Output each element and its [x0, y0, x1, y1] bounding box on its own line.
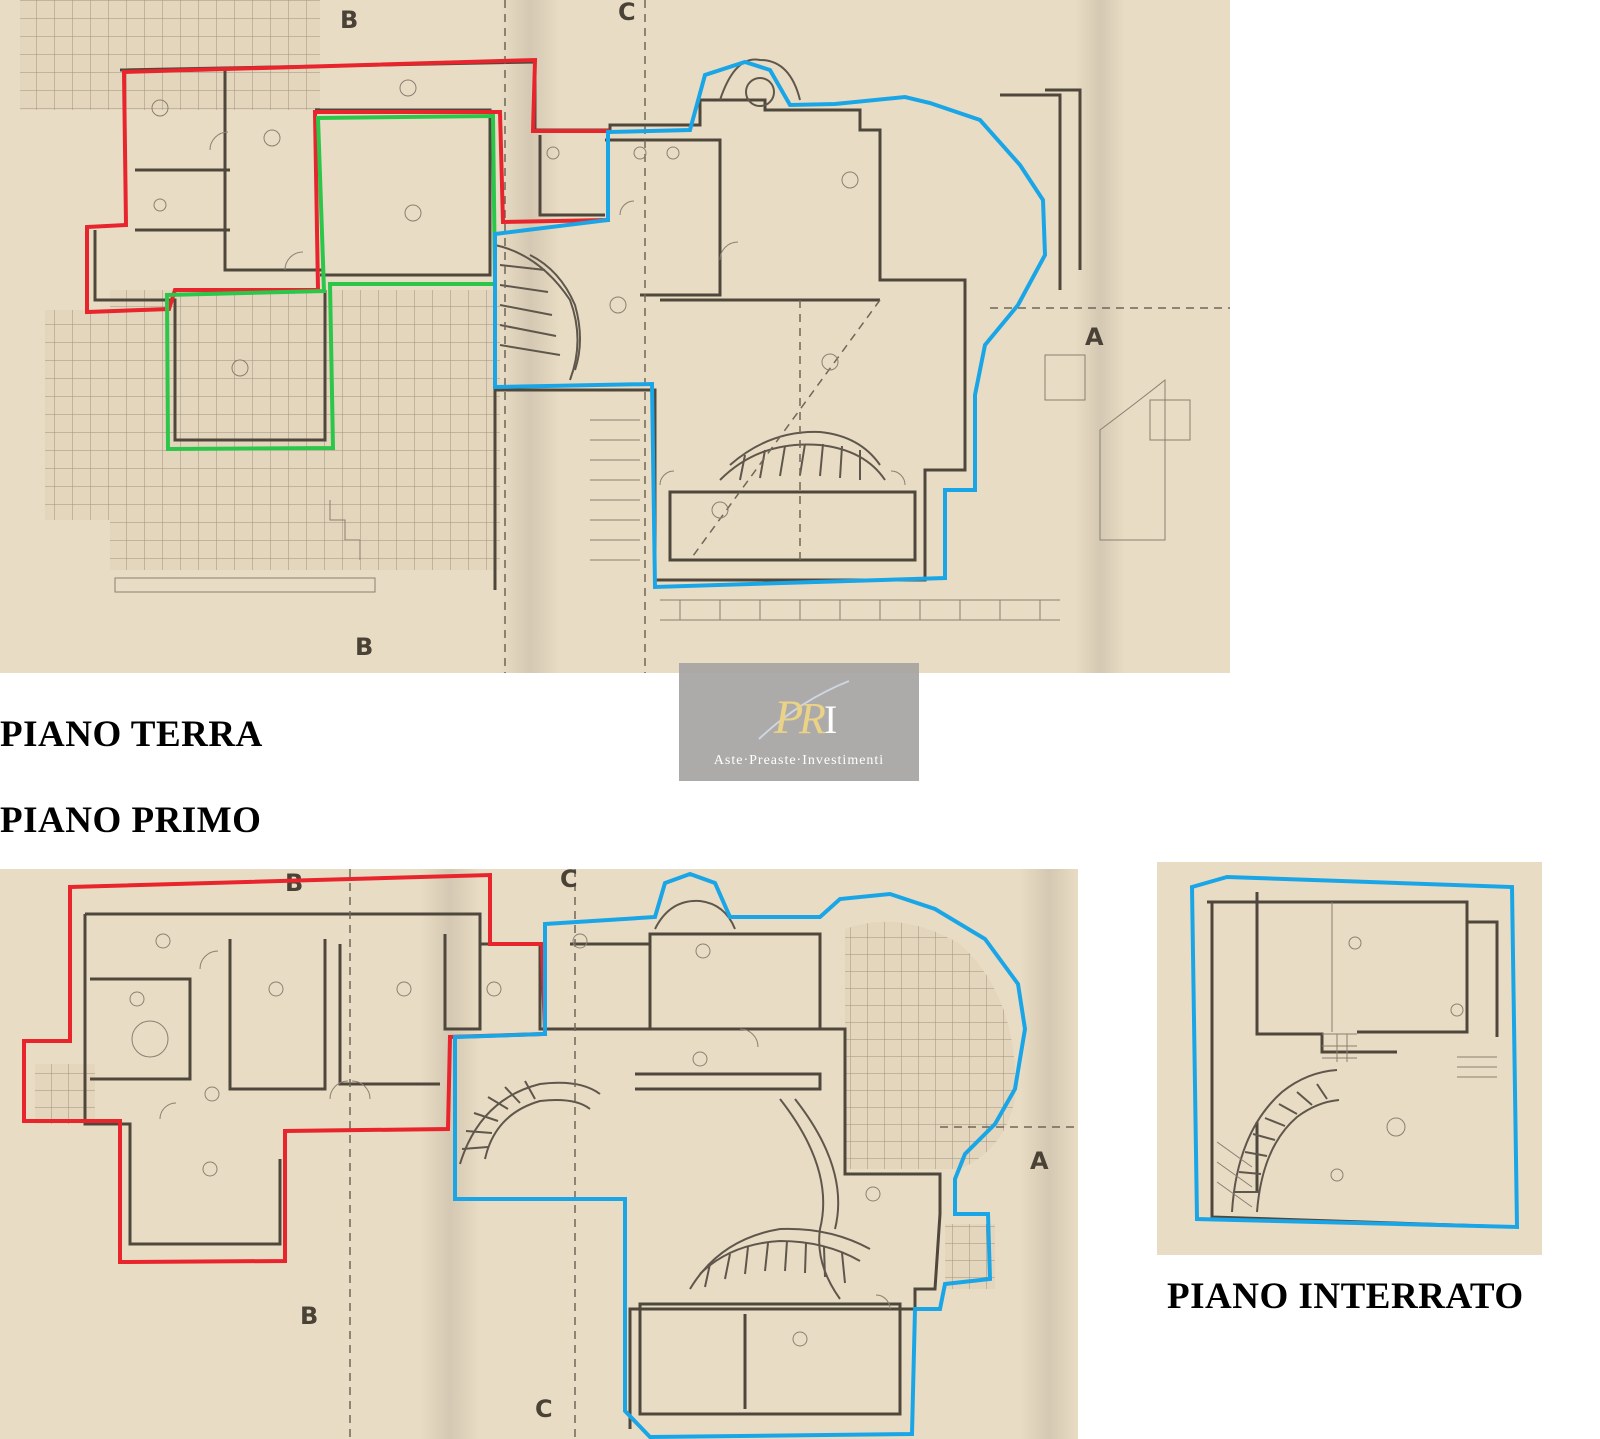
svg-text:C: C	[560, 869, 578, 893]
first-floor-plan: B C B C A	[0, 869, 1078, 1439]
svg-text:A: A	[1030, 1147, 1049, 1175]
svg-text:I: I	[824, 697, 837, 742]
svg-text:B: B	[355, 633, 373, 661]
label-piano-interrato: PIANO INTERRATO	[1167, 1276, 1524, 1317]
svg-text:B: B	[300, 1302, 318, 1330]
label-piano-primo: PIANO PRIMO	[0, 800, 262, 841]
watermark-logo: P R I Aste·Preaste·Investimenti	[679, 663, 919, 781]
svg-text:P: P	[773, 691, 803, 744]
monogram-logo-icon: P R I	[679, 671, 919, 751]
svg-text:B: B	[340, 6, 358, 34]
svg-text:B: B	[285, 869, 303, 897]
ground-floor-plan: B C B A	[0, 0, 1230, 673]
svg-text:C: C	[618, 0, 636, 26]
basement-plan	[1157, 862, 1542, 1255]
svg-text:A: A	[1085, 323, 1104, 351]
svg-text:R: R	[798, 694, 826, 743]
svg-text:C: C	[535, 1395, 553, 1423]
watermark-caption: Aste·Preaste·Investimenti	[713, 753, 885, 768]
label-piano-terra: PIANO TERRA	[0, 714, 263, 755]
